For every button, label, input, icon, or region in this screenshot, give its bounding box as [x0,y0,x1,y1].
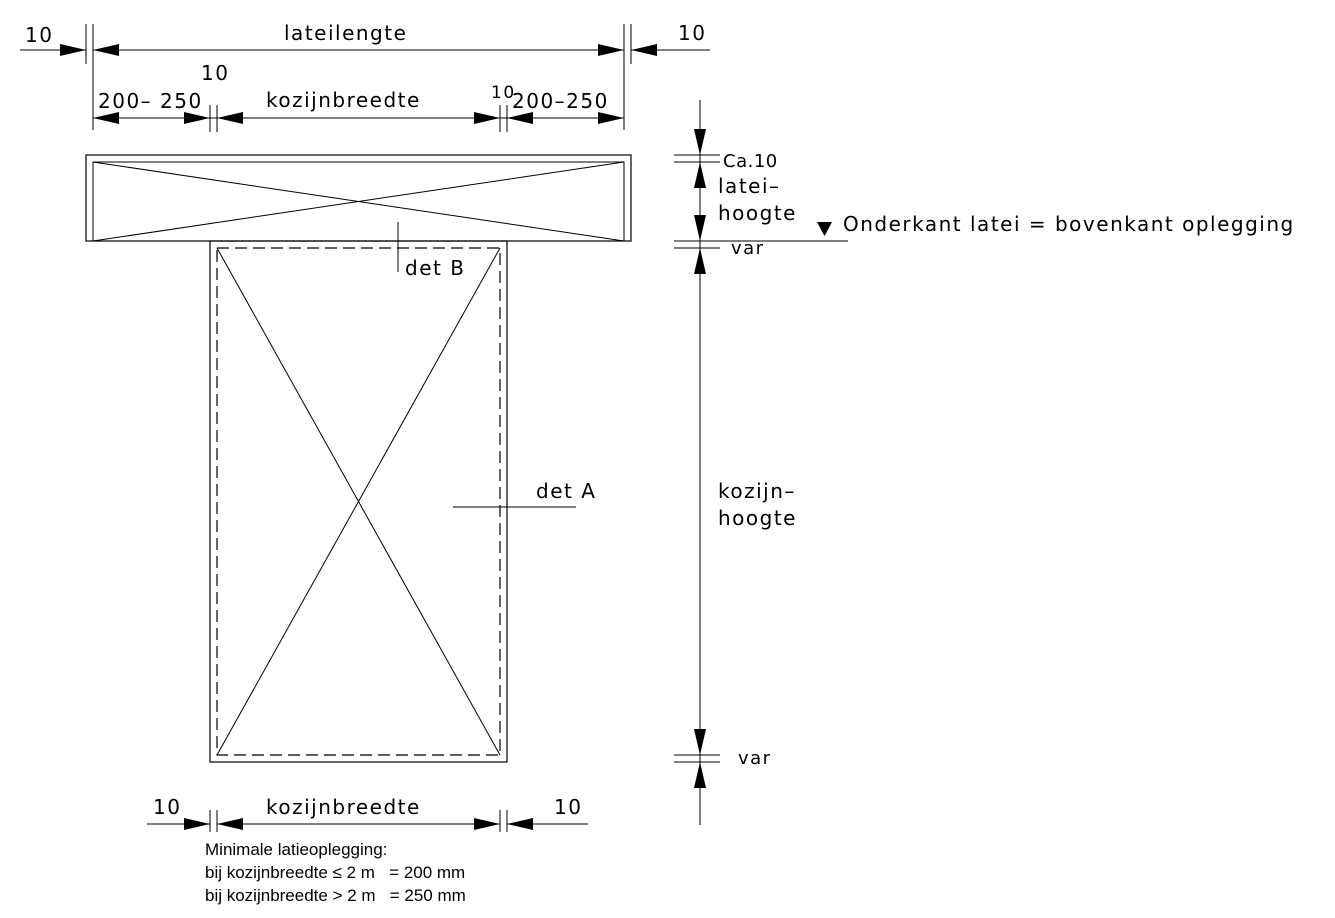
gap-right-label: 10 [491,83,516,103]
det-a-label: det A [536,479,596,503]
bottom-right-gap-label: 10 [554,795,582,819]
lintel [85,154,632,242]
frame-height-label-2: hoogte [718,506,797,530]
note-line-2: bij kozijnbreedte > 2 m = 250 mm [205,886,466,905]
detail-b-marker: det B [397,222,465,280]
note-title: Minimale latieoplegging: [205,840,387,859]
lintel-length-label: lateilengte [284,21,407,45]
lintel-height-label-2: hoogte [718,201,797,225]
dimension-frame-width-bottom: 10 kozijnbreedte 10 [147,795,588,832]
bearing-right-label: 200–250 [512,89,609,113]
left-allowance-label: 10 [25,23,53,47]
var-top-label: var [731,238,765,259]
bottom-left-gap-label: 10 [153,795,181,819]
detail-a-marker: det A [453,479,596,508]
det-b-label: det B [405,256,465,280]
dimension-heights: Ca.10 latei– hoogte Onderkant latei = bo… [674,100,1295,825]
right-allowance-label: 10 [678,21,706,45]
var-bottom-label: var [738,748,772,769]
frame-width-top-label: kozijnbreedte [266,88,421,112]
note-line-1: bij kozijnbreedte ≤ 2 m = 200 mm [205,863,465,882]
ca-10-label: Ca.10 [723,151,778,172]
frame-height-label-1: kozijn– [718,479,796,503]
minimum-bearing-note: Minimale latieoplegging: bij kozijnbreed… [205,840,466,905]
gap-left-label: 10 [201,61,229,85]
window-frame [209,240,508,763]
dimension-frame-width-top: 200– 250 10 kozijnbreedte 10 200–250 [93,61,624,132]
bearing-left-label: 200– 250 [98,89,203,113]
dimension-lintel-length: 10 lateilengte 10 [20,21,710,130]
lintel-height-label-1: latei– [718,174,781,198]
frame-width-bottom-label: kozijnbreedte [266,795,421,819]
level-note-label: Onderkant latei = bovenkant oplegging [843,212,1295,236]
